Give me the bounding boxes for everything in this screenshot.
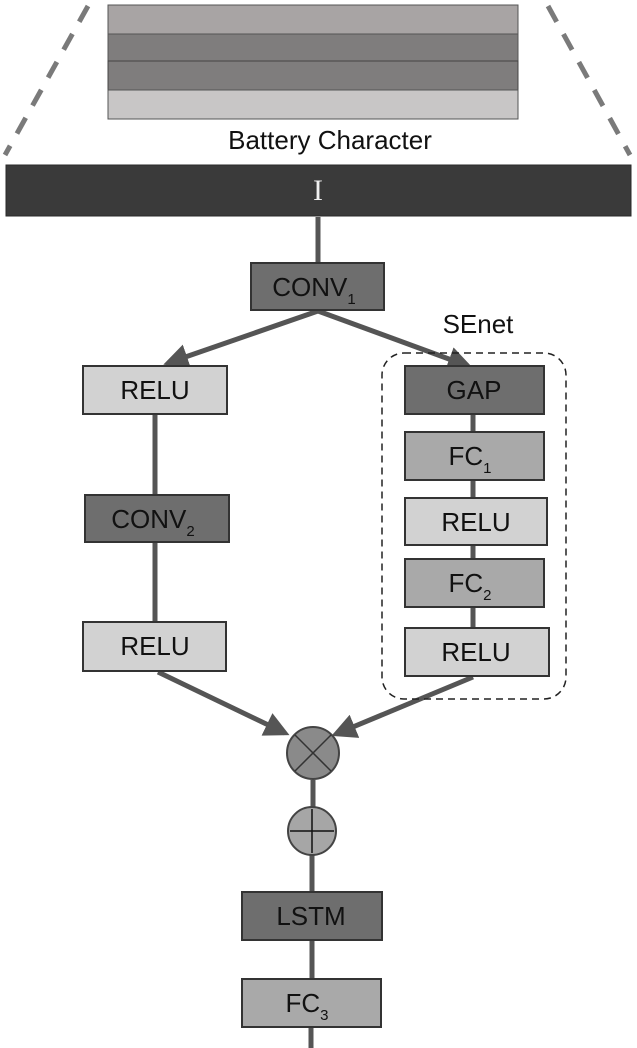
senet-container: [381, 352, 567, 700]
gap-label: GAP: [447, 375, 502, 405]
relu-se-1-label: RELU: [441, 507, 510, 537]
fc3-subscript: 3: [320, 1007, 328, 1024]
relu-left-2-block: RELU: [82, 621, 227, 672]
multiply-icon-stroke-2: [294, 734, 332, 772]
fc3-label: FC: [285, 988, 320, 1018]
conv2-subscript: 2: [186, 523, 194, 540]
gap-block: GAP: [404, 365, 545, 415]
relu-left-2-label: RELU: [120, 631, 189, 661]
conv2-block: CONV2: [84, 494, 230, 543]
conv1-block: CONV1: [250, 262, 385, 311]
relu-se-2-block: RELU: [404, 627, 550, 677]
conv1-label: CONV: [272, 272, 348, 302]
perspective-line-left: [2, 4, 91, 157]
edge-relu-multiply-right: [331, 674, 474, 738]
svg-text:FC3: FC3: [285, 988, 328, 1024]
edge-relu-multiply: [156, 669, 290, 736]
fc3-block: FC3: [241, 978, 382, 1028]
fc2-block: FC2: [404, 558, 545, 608]
input-bar: [5, 164, 632, 217]
add-operator: [287, 806, 337, 856]
battery-layer-3: [107, 60, 519, 91]
relu-se-2-label: RELU: [441, 637, 510, 667]
battery-layer-2: [107, 33, 519, 62]
edge-conv1-gap: [317, 308, 473, 371]
relu-left-1-block: RELU: [82, 365, 228, 415]
svg-text:CONV1: CONV1: [272, 272, 355, 308]
battery-layer-1: [107, 4, 519, 35]
conv1-subscript: 1: [347, 291, 355, 308]
svg-text:CONV2: CONV2: [111, 504, 194, 540]
fc2-label: FC: [448, 568, 483, 598]
fc2-subscript: 2: [483, 587, 491, 604]
svg-text:FC1: FC1: [448, 441, 491, 477]
conv2-label: CONV: [111, 504, 187, 534]
senet-label: SEnet: [443, 309, 515, 339]
svg-text:FC2: FC2: [448, 568, 491, 604]
battery-layer-4: [107, 89, 519, 120]
fc1-subscript: 1: [483, 460, 491, 477]
relu-se-1-block: RELU: [404, 497, 548, 546]
input-label: I: [313, 174, 323, 207]
perspective-line-right: [545, 4, 633, 157]
fc1-label: FC: [448, 441, 483, 471]
edges: [152, 217, 476, 1048]
multiply-operator: [286, 726, 340, 780]
fc1-block: FC1: [404, 431, 545, 481]
battery-character-label: Battery Character: [228, 125, 432, 155]
lstm-block: LSTM: [241, 891, 383, 941]
lstm-label: LSTM: [276, 901, 345, 931]
battery-stack: [107, 4, 519, 120]
relu-left-1-label: RELU: [120, 375, 189, 405]
edge-conv1-relu: [163, 308, 319, 369]
